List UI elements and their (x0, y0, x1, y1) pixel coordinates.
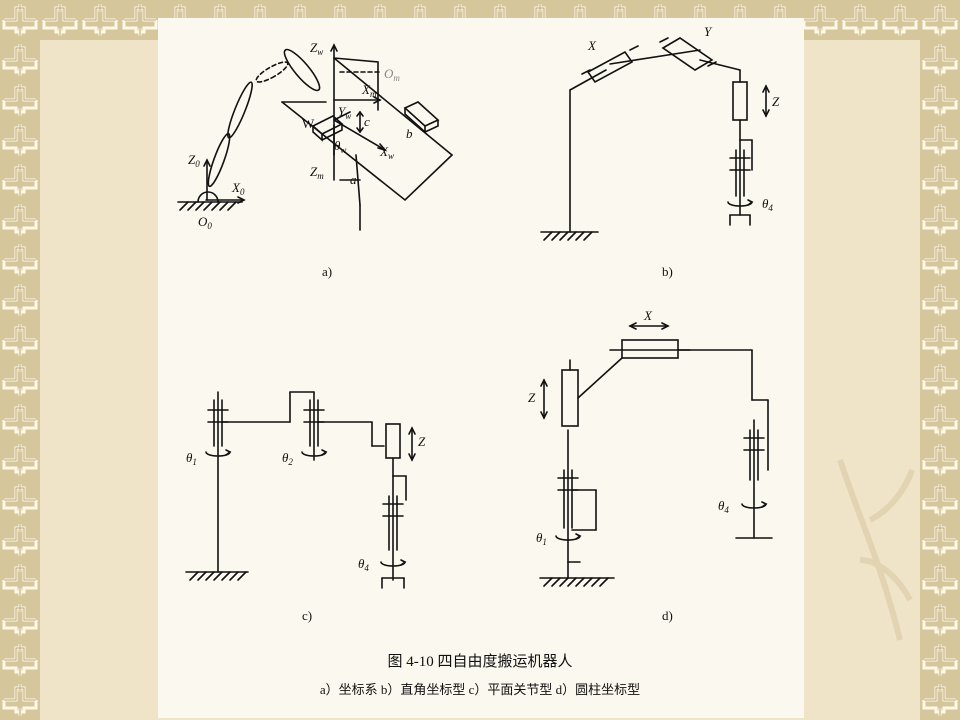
label-xw: Xw (379, 144, 394, 161)
label-yw: Yw (338, 104, 351, 121)
label-c-z: Z (418, 434, 426, 449)
label-x0: X0 (231, 180, 245, 197)
figure-caption: 图 4-10 四自由度搬运机器人 (388, 653, 573, 670)
label-xm: Xm (361, 82, 377, 99)
panel-c-tag: c) (302, 608, 312, 623)
label-theta-w: θw (334, 138, 346, 155)
label-b-z: Z (772, 94, 780, 109)
figure-subcaption: a）坐标系 b）直角坐标型 c）平面关节型 d）圆柱坐标型 (320, 682, 640, 697)
panel-d-cylindrical (539, 322, 773, 587)
label-b: b (406, 126, 413, 141)
panel-d-tag: d) (662, 608, 673, 623)
label-b-theta4: θ4 (762, 196, 773, 213)
label-om: Om (384, 66, 400, 83)
label-b-x: X (587, 38, 597, 53)
label-c-theta1: θ1 (186, 450, 197, 467)
label-b-y: Y (704, 24, 713, 39)
label-c-theta4: θ4 (358, 556, 369, 573)
label-zm: Zm (310, 164, 324, 181)
panel-b-cartesian (540, 37, 770, 241)
panel-b-tag: b) (662, 264, 673, 279)
panel-a-tag: a) (322, 264, 332, 279)
label-o0: O0 (198, 214, 212, 231)
panel-a-coordinate-system (177, 43, 453, 231)
label-d-theta1: θ1 (536, 530, 547, 547)
label-d-theta4: θ4 (718, 498, 729, 515)
label-c-theta2: θ2 (282, 450, 293, 467)
panel-c-scara (185, 391, 416, 589)
label-z0: Z0 (188, 152, 200, 169)
label-d-z: Z (528, 390, 536, 405)
label-c: c (364, 114, 370, 129)
figure-slide (158, 18, 804, 718)
label-d-x: X (643, 308, 653, 323)
label-zw: Zw (310, 40, 323, 57)
label-w-block: W (302, 116, 315, 131)
label-a: a (350, 172, 357, 187)
